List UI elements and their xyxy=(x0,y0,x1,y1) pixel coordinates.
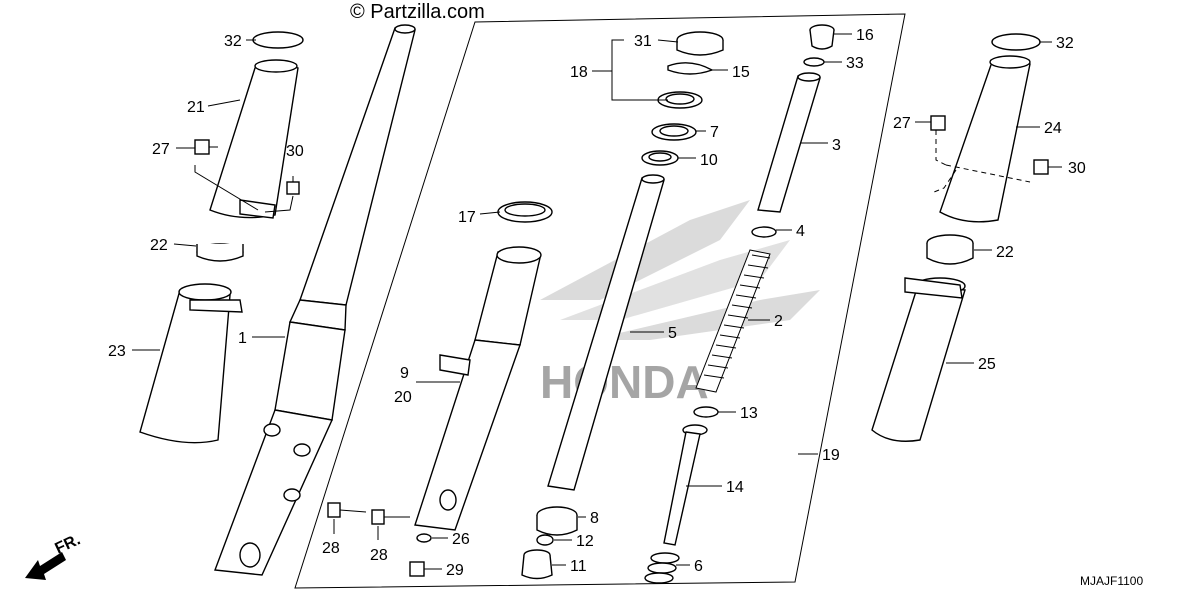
callout-10: 10 xyxy=(700,152,718,169)
callout-28: 28 xyxy=(370,547,388,564)
bolt-30-right xyxy=(1033,159,1062,175)
callout-30: 30 xyxy=(286,143,304,160)
honda-text: HONDA xyxy=(540,356,709,408)
cap-31 xyxy=(676,31,724,56)
ring-22-right xyxy=(926,234,974,265)
ring-10 xyxy=(641,150,679,166)
callout-8: 8 xyxy=(590,510,599,527)
callout-31: 31 xyxy=(634,33,652,50)
fork-cover-25 xyxy=(871,277,966,442)
callout-27: 27 xyxy=(152,141,170,158)
spacer-3 xyxy=(757,72,821,213)
bolt-27-right xyxy=(930,115,946,131)
ring-32-left xyxy=(252,31,304,49)
callout-17: 17 xyxy=(458,209,476,226)
callout-30: 30 xyxy=(1068,160,1086,177)
callout-2: 2 xyxy=(774,313,783,330)
callout-25: 25 xyxy=(978,356,996,373)
callout-27: 27 xyxy=(893,115,911,132)
callout-19: 19 xyxy=(822,447,840,464)
callout-14: 14 xyxy=(726,479,744,496)
callout-22: 22 xyxy=(996,244,1014,261)
assembly-outline xyxy=(294,13,906,589)
washer-13 xyxy=(693,406,719,418)
part-12 xyxy=(536,534,554,546)
ring-7 xyxy=(651,123,697,141)
watermark-text: © Partzilla.com xyxy=(350,1,485,23)
callout-13: 13 xyxy=(740,405,758,422)
callout-26: 26 xyxy=(452,531,470,548)
bolt-30-left xyxy=(286,176,300,195)
bolt-27-left xyxy=(194,139,218,155)
callout-7: 7 xyxy=(710,124,719,141)
callout-16: 16 xyxy=(856,27,874,44)
callout-22: 22 xyxy=(150,237,168,254)
ring-32-right xyxy=(991,33,1041,51)
callout-33: 33 xyxy=(846,55,864,72)
spring-2 xyxy=(695,249,771,393)
callout-29: 29 xyxy=(446,562,464,579)
rod-14 xyxy=(663,424,708,546)
callout-6: 6 xyxy=(694,558,703,575)
callout-32: 32 xyxy=(1056,35,1074,52)
bushing-8 xyxy=(536,506,578,536)
callout-15: 15 xyxy=(732,64,750,81)
callout-21: 21 xyxy=(187,99,205,116)
direction-label: FR. xyxy=(53,531,84,557)
callout-23: 23 xyxy=(108,343,126,360)
spring-6 xyxy=(644,552,680,584)
diagram-code: MJAJF1100 xyxy=(1080,574,1143,588)
o-ring-33 xyxy=(803,57,825,67)
washer-26 xyxy=(416,533,432,543)
callout-12: 12 xyxy=(576,533,594,550)
bolt-28-a xyxy=(327,502,367,518)
clip-15 xyxy=(667,62,714,75)
bolt-29 xyxy=(409,561,425,577)
callout-9: 9 xyxy=(400,365,409,382)
front-direction-arrow: FR. xyxy=(25,531,83,580)
fork-slider-1 xyxy=(214,24,416,576)
callout-32: 32 xyxy=(224,33,242,50)
callout-11: 11 xyxy=(570,558,587,575)
fork-cover-21 xyxy=(209,62,299,219)
part-11 xyxy=(521,549,553,580)
callout-5: 5 xyxy=(668,325,677,342)
washer-4 xyxy=(751,226,777,238)
fork-cover-23 xyxy=(139,283,243,444)
callouts: 32 21 27 30 22 23 1 28 28 26 29 9 20 xyxy=(108,27,1086,579)
fork-slider-9-20 xyxy=(414,246,542,531)
callout-1: 1 xyxy=(238,330,247,347)
damper-tube-5 xyxy=(547,174,665,491)
callout-24: 24 xyxy=(1044,120,1062,137)
fork-cover-24 xyxy=(939,57,1031,223)
ring-22-left xyxy=(196,243,244,262)
callout-20: 20 xyxy=(394,389,412,406)
seal-17 xyxy=(497,201,553,223)
callout-3: 3 xyxy=(832,137,841,154)
bolt-28-b xyxy=(371,509,410,525)
callout-4: 4 xyxy=(796,223,805,240)
callout-18: 18 xyxy=(570,64,588,81)
callout-28: 28 xyxy=(322,540,340,557)
cap-bolt-16 xyxy=(809,24,835,50)
